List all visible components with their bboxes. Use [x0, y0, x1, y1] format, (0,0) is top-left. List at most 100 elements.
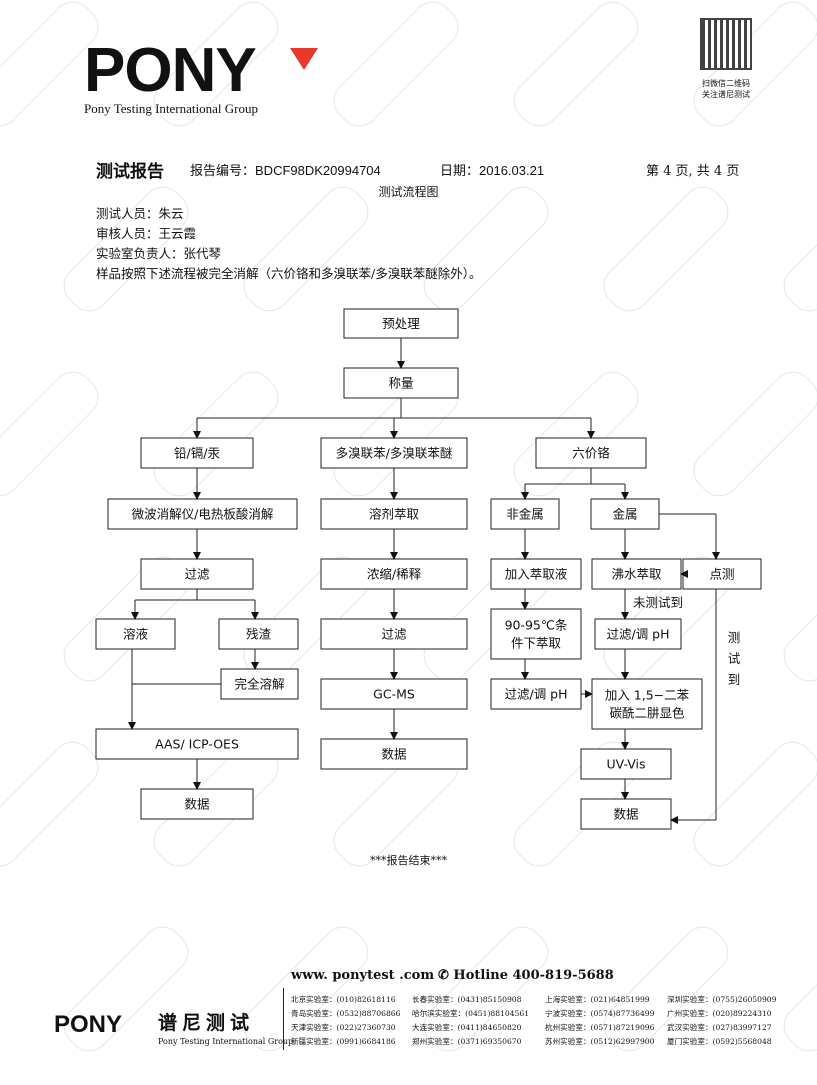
box-cr6 — [535, 437, 647, 469]
lab-contact: 哈尔滨实验室：(0451)88104561 — [412, 1009, 530, 1018]
box-label-pbb-pbde: 多溴联苯/多溴联苯醚 — [336, 446, 453, 461]
footer-divider — [283, 988, 284, 1050]
box-label-heat-extract: 件下萃取 — [511, 636, 562, 651]
box-pretreat — [343, 308, 459, 339]
logo-subtitle: Pony Testing International Group — [84, 101, 258, 116]
box-label-add-extract: 加入萃取液 — [505, 567, 568, 582]
box-label-filter-ph-right: 过滤/调 pH — [606, 627, 669, 642]
lab-contact: 苏州实验室：(0512)62997900 — [545, 1037, 655, 1046]
box-spot-test — [682, 558, 762, 590]
box-label-color-develop: 加入 1,5−二苯 — [605, 688, 690, 703]
box-filter-mid — [320, 618, 468, 650]
box-label-filter-ph-left: 过滤/调 pH — [504, 687, 567, 702]
lab-contact: 天津实验室：(022)27360730 — [291, 1023, 396, 1032]
footer-logo-cn: 谱尼测试 — [158, 1012, 255, 1034]
box-filter-left — [140, 558, 254, 590]
detected-label: 测 — [728, 630, 741, 645]
logo-triangle-icon — [290, 48, 318, 70]
box-label-concentrate: 浓缩/稀释 — [367, 567, 422, 582]
box-filter-ph-left — [490, 678, 582, 710]
report-title: 测试报告 — [96, 162, 164, 182]
box-label-data-right: 数据 — [613, 807, 638, 822]
box-label-data-mid: 数据 — [381, 747, 406, 762]
box-solvent-extract — [320, 498, 468, 530]
report-date: 日期：2016.03.21 — [440, 160, 544, 179]
qr-code-icon — [700, 18, 752, 70]
box-microwave — [107, 498, 298, 530]
lab-contact: 深圳实验室：(0755)26050909 — [667, 995, 777, 1004]
box-label-full-dissolve: 完全溶解 — [234, 677, 284, 692]
footer-logo-word: PONY — [54, 1011, 123, 1038]
box-solution — [95, 618, 176, 650]
box-label-aas: AAS/ ICP-OES — [155, 737, 239, 752]
box-concentrate — [320, 558, 468, 590]
box-heat-extract — [490, 608, 582, 660]
lab-contact: 上海实验室：(021)64851999 — [545, 995, 650, 1004]
box-data-right — [580, 798, 672, 830]
box-add-extract — [490, 558, 582, 590]
report-number: 报告编号：BDCF98DK20994704 — [190, 160, 381, 179]
lab-contact: 大连实验室：(0411)84650820 — [412, 1023, 522, 1032]
box-label-nonmetal: 非金属 — [506, 507, 544, 522]
tester: 测试人员：朱云 — [96, 206, 184, 221]
box-aas — [95, 728, 299, 760]
lab-contact: 武汉实验室：(027)83997127 — [667, 1023, 772, 1032]
box-label-weigh: 称量 — [388, 376, 413, 391]
box-label-heat-extract: 90-95℃条 — [505, 618, 568, 633]
box-label-boil-extract: 沸水萃取 — [611, 567, 662, 582]
lab-contact: 广州实验室：(020)89224310 — [667, 1009, 772, 1018]
detected-label: 到 — [728, 672, 741, 687]
box-label-filter-mid: 过滤 — [381, 627, 407, 642]
box-label-cr6: 六价铬 — [572, 446, 610, 461]
box-nonmetal — [490, 498, 560, 530]
box-label-residue: 残渣 — [246, 627, 272, 642]
lab-contact: 新疆实验室：(0991)6684186 — [291, 1037, 396, 1046]
report-number-value: BDCF98DK20994704 — [255, 163, 381, 178]
box-label-data-left: 数据 — [184, 797, 209, 812]
lab-contact: 北京实验室：(010)82618116 — [291, 995, 396, 1004]
not-detected-label: 未测试到 — [633, 595, 683, 610]
qr-caption-line: 扫微信二维码 — [702, 79, 750, 88]
report-number-label: 报告编号： — [190, 164, 256, 179]
box-uvvis — [580, 748, 672, 780]
lab-contact: 宁波实验室：(0574)87736499 — [545, 1009, 655, 1018]
page-number: 第 4 页, 共 4 页 — [646, 164, 740, 179]
reviewer: 审核人员：王云霞 — [96, 226, 197, 241]
box-label-uvvis: UV-Vis — [606, 757, 645, 772]
box-filter-ph-right — [594, 618, 682, 650]
box-full-dissolve — [220, 668, 299, 700]
lab-contact: 厦门实验室：(0592)5568048 — [667, 1037, 772, 1046]
lab-contact: 杭州实验室：(0571)87219096 — [545, 1023, 655, 1032]
box-label-gcms: GC-MS — [373, 687, 415, 702]
box-label-microwave: 微波消解仪/电热板酸消解 — [132, 507, 274, 522]
date-label: 日期： — [440, 164, 480, 179]
footer-logo-subtitle: Pony Testing International Group — [158, 1037, 294, 1046]
box-label-pb-cd-hg: 铅/镉/汞 — [174, 446, 220, 461]
qr-caption-line: 关注谱尼测试 — [702, 90, 750, 99]
box-label-solvent-extract: 溶剂萃取 — [369, 507, 420, 522]
detected-label: 试 — [728, 651, 741, 666]
website-link[interactable]: www. ponytest .com — [291, 968, 435, 983]
company-logo: PONY — [84, 36, 318, 105]
date-value: 2016.03.21 — [479, 163, 545, 178]
logo-word: PONY — [84, 36, 257, 105]
lab-contact: 长春实验室：(0431)85150908 — [412, 995, 522, 1004]
lab-contact: 青岛实验室：(0532)88706866 — [291, 1009, 401, 1018]
box-color-develop — [591, 678, 703, 730]
box-label-spot-test: 点测 — [709, 567, 734, 582]
box-boil-extract — [591, 558, 682, 590]
box-data-mid — [320, 738, 468, 770]
box-label-color-develop: 碳酰二肼显色 — [609, 706, 685, 721]
box-label-filter-left: 过滤 — [184, 567, 210, 582]
flow-title: 测试流程图 — [378, 185, 439, 199]
qr-caption: 扫微信二维码 关注谱尼测试 — [694, 78, 758, 100]
box-label-metal: 金属 — [612, 507, 637, 522]
digestion-note: 样品按照下述流程被完全消解（六价铬和多溴联苯/多溴联苯醚除外）。 — [96, 266, 482, 281]
lab-contacts: 北京实验室：(010)82618116 长春实验室：(0431)85150908 上… — [291, 994, 787, 1047]
box-label-pretreat: 预处理 — [382, 316, 420, 331]
lab-contact: 郑州实验室：(0371)69350670 — [412, 1037, 522, 1046]
box-label-solution: 溶液 — [123, 627, 149, 642]
lab-head: 实验室负责人：张代琴 — [96, 246, 222, 261]
report-end: ***报告结束*** — [370, 854, 447, 867]
